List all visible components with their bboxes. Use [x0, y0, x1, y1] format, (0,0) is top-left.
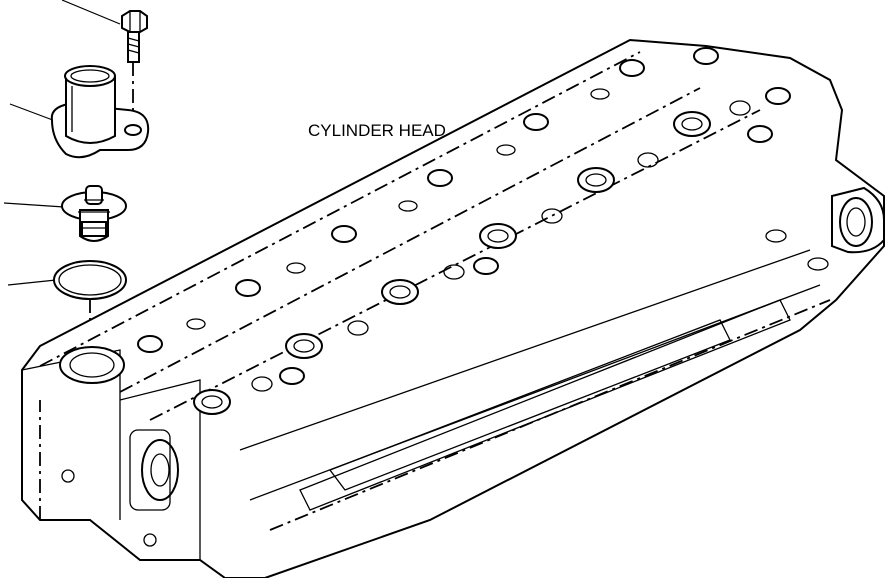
cylinder-head-label: CYLINDER HEAD [308, 121, 446, 140]
deck-holes [186, 88, 829, 330]
leader-o-ring [7, 279, 57, 286]
valve-ports [193, 100, 751, 415]
head-bolts-row [137, 47, 791, 385]
leader-bolt [61, 0, 121, 25]
cylinder-head-body [21, 38, 885, 578]
thermostat-housing-part [50, 65, 150, 159]
leader-thermostat [3, 202, 65, 208]
leader-thermostat-housing [9, 103, 59, 123]
bolt-part [121, 10, 148, 112]
thermostat-part [61, 185, 127, 242]
callout-leaders [3, 0, 121, 286]
